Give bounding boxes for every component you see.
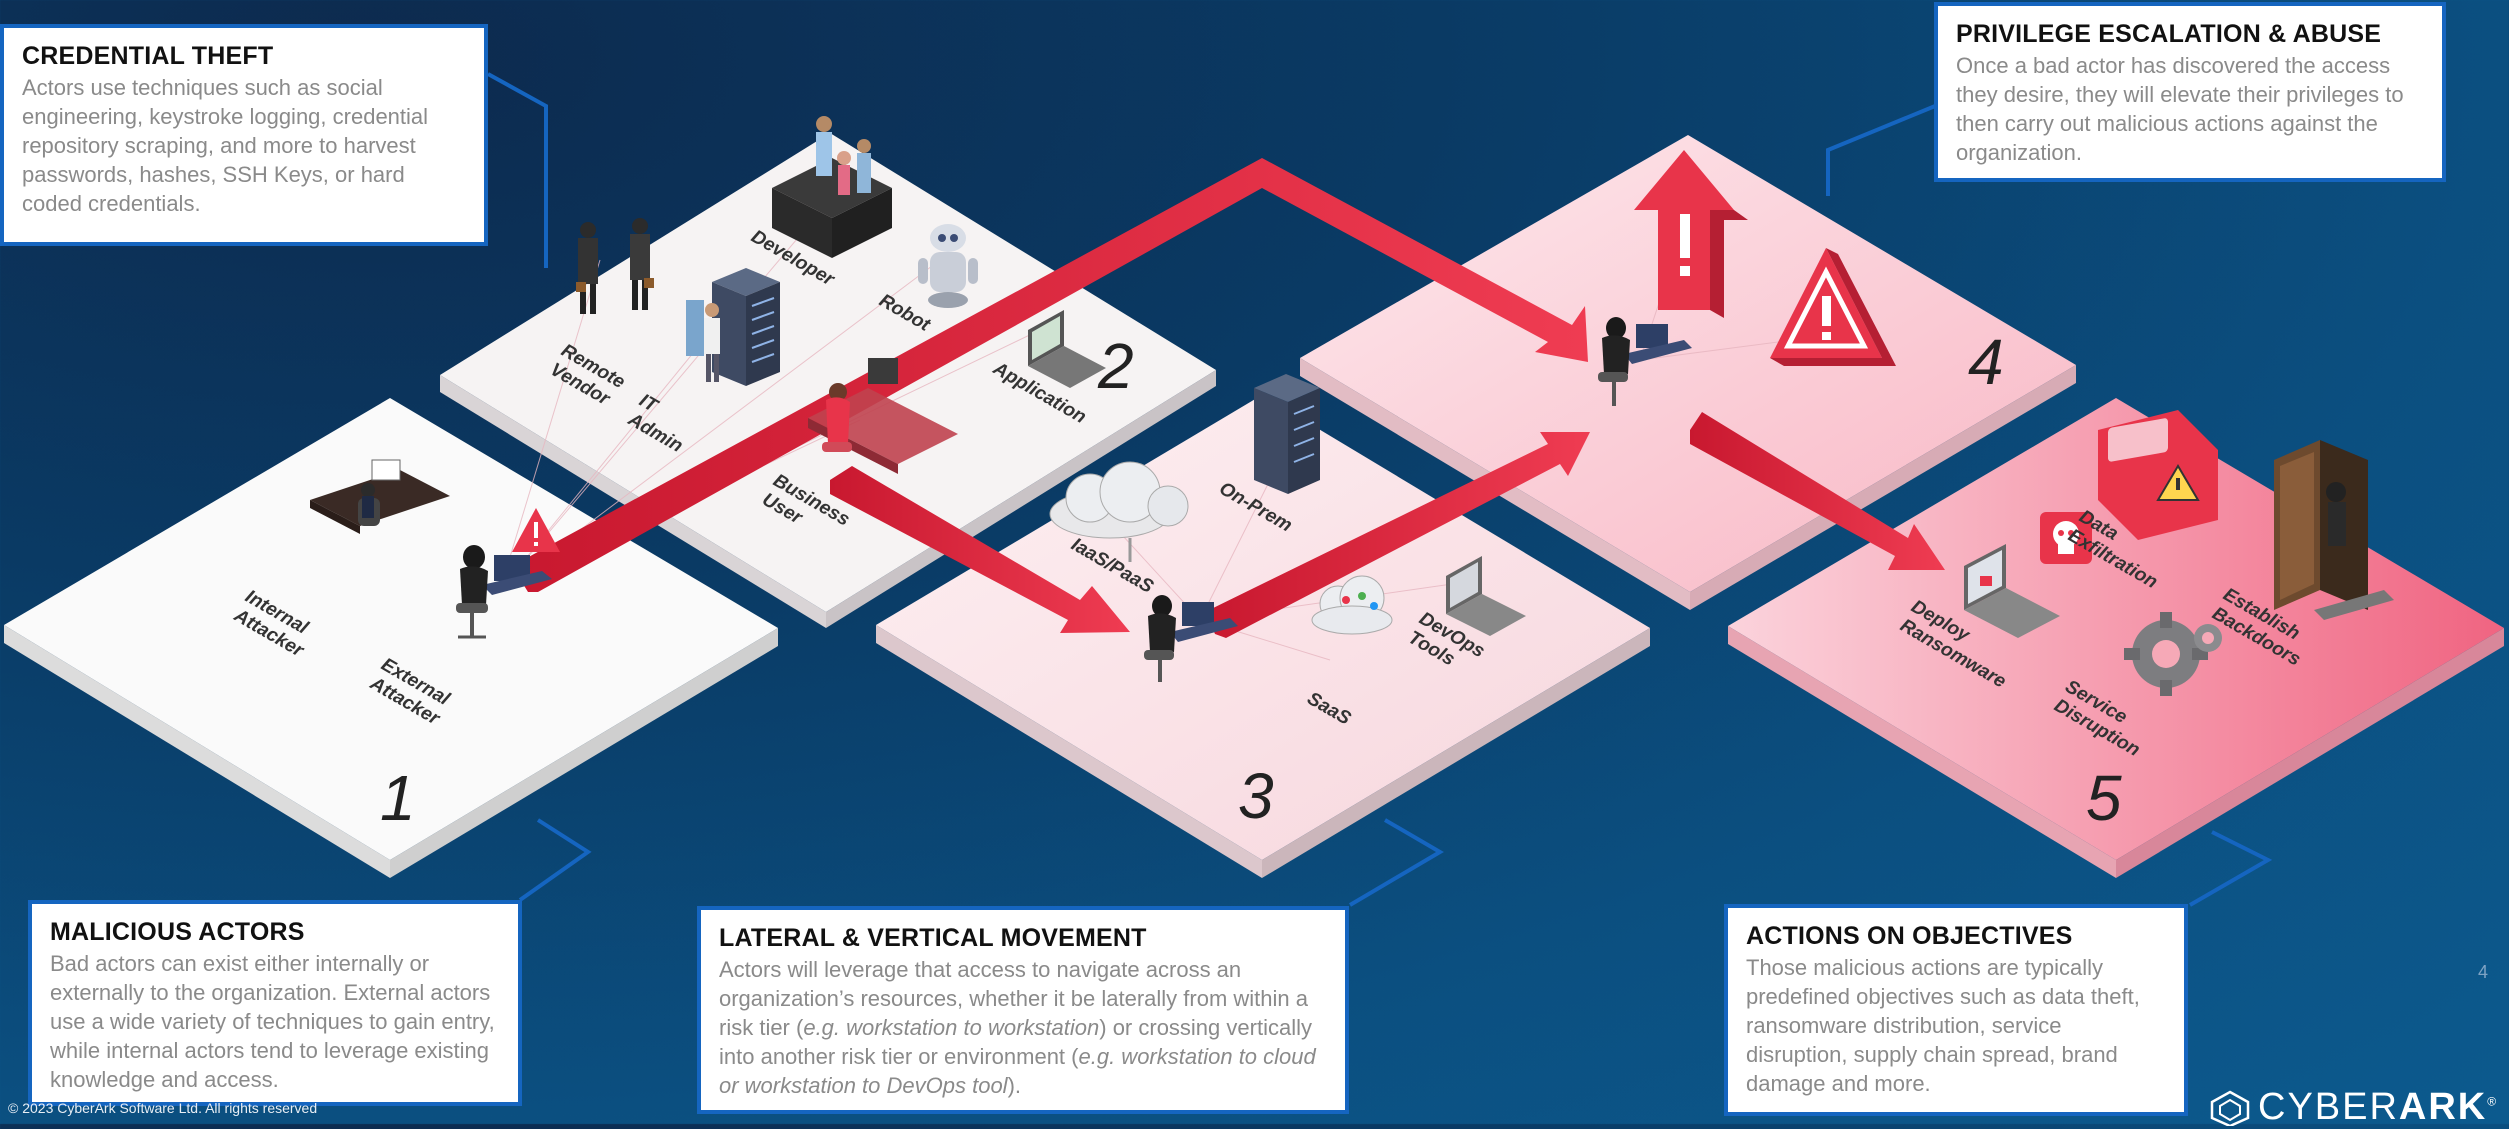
skull-icon (2040, 512, 2092, 564)
laptop-icon (1028, 310, 1106, 388)
tier-1-platform (4, 398, 778, 878)
arrow-4-to-5 (1690, 412, 1945, 570)
logo-wordmark: CYBERARK® (2258, 1086, 2499, 1128)
callout-title: LATERAL & VERTICAL MOVEMENT (719, 924, 1147, 952)
saas-cloud-icon (1311, 575, 1393, 635)
tier-1-number: 1 (380, 762, 416, 834)
developer-icon (772, 116, 892, 258)
hacker-icon-tier4 (1598, 317, 1692, 406)
hacker-icon-tier3 (1144, 595, 1238, 682)
callout-credential-theft: CREDENTIAL THEFT Actors use techniques s… (0, 24, 488, 246)
tier-4-number: 4 (1968, 326, 2004, 398)
server-icon (712, 268, 780, 386)
tier-4-contents: 4 (1598, 150, 2004, 406)
door-icon (2274, 440, 2394, 620)
callout-actions-on-objectives: ACTIONS ON OBJECTIVES Those malicious ac… (1724, 904, 2188, 1116)
hacker-icon (456, 545, 552, 639)
remote-vendor-icon (576, 218, 654, 314)
callout-privilege-escalation: PRIVILEGE ESCALATION & ABUSE Once a bad … (1934, 2, 2446, 182)
attack-path-arrows (512, 158, 1945, 638)
arrow-2-to-3 (830, 466, 1130, 633)
desk-icon (310, 459, 450, 534)
callout-title: ACTIONS ON OBJECTIVES (1746, 922, 2073, 950)
cyberark-logo-icon (2210, 1090, 2250, 1126)
tier-2-number: 2 (1097, 330, 1134, 402)
copyright-text: © 2023 CyberArk Software Ltd. All rights… (8, 1100, 318, 1116)
server-icon-onprem (1254, 374, 1320, 494)
tier-5-number: 5 (2086, 762, 2122, 834)
business-user-icon (808, 358, 958, 474)
it-admin-icon (686, 300, 720, 382)
callout-body: Actors will leverage that access to navi… (719, 957, 1316, 1098)
callout-body: Those malicious actions are typically pr… (1746, 955, 2140, 1096)
up-arrow-icon (1634, 150, 1748, 318)
callout-title: PRIVILEGE ESCALATION & ABUSE (1956, 20, 2382, 48)
cyberark-logo: CYBERARK® (2210, 1086, 2498, 1129)
callout-title: CREDENTIAL THEFT (22, 42, 274, 70)
card-icon (2098, 410, 2218, 540)
tier-3-number: 3 (1238, 760, 1274, 832)
callout-body: Actors use techniques such as social eng… (22, 75, 429, 216)
callout-lateral-movement: LATERAL & VERTICAL MOVEMENT Actors will … (697, 906, 1349, 1114)
ransomware-laptop-icon (1964, 544, 2060, 638)
slide-number: 4 (2478, 962, 2489, 982)
warning-icon-large (1770, 248, 1896, 366)
callout-body: Once a bad actor has discovered the acce… (1956, 53, 2404, 165)
arrow-3-to-4 (1205, 432, 1590, 638)
callout-title: MALICIOUS ACTORS (50, 918, 305, 946)
callout-connectors (487, 72, 2273, 907)
callout-body: Bad actors can exist either internally o… (50, 951, 495, 1092)
robot-icon (918, 224, 978, 308)
gear-icon (2124, 612, 2222, 696)
cloud-icon (1049, 461, 1189, 562)
warning-icon (512, 508, 560, 552)
devops-laptop-icon (1446, 556, 1526, 636)
callout-malicious-actors: MALICIOUS ACTORS Bad actors can exist ei… (28, 900, 522, 1106)
